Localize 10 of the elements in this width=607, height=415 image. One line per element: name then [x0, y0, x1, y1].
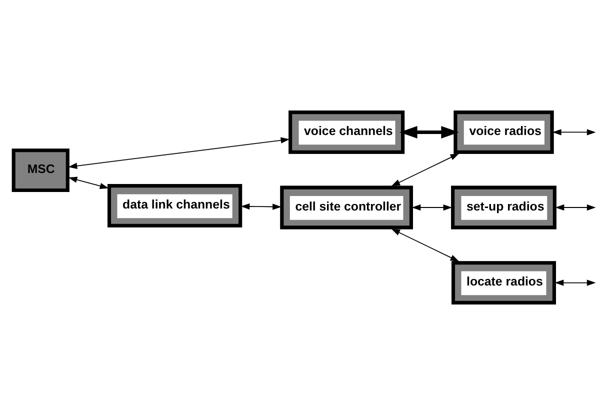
arrow	[68, 137, 290, 169]
arrow	[391, 153, 460, 186]
arrow	[391, 228, 460, 262]
arrow	[400, 126, 459, 138]
arrow	[555, 204, 596, 211]
arrow	[68, 176, 109, 189]
arrow	[240, 203, 282, 210]
arrow	[554, 280, 596, 286]
arrow	[412, 204, 452, 211]
arrow	[552, 129, 596, 136]
